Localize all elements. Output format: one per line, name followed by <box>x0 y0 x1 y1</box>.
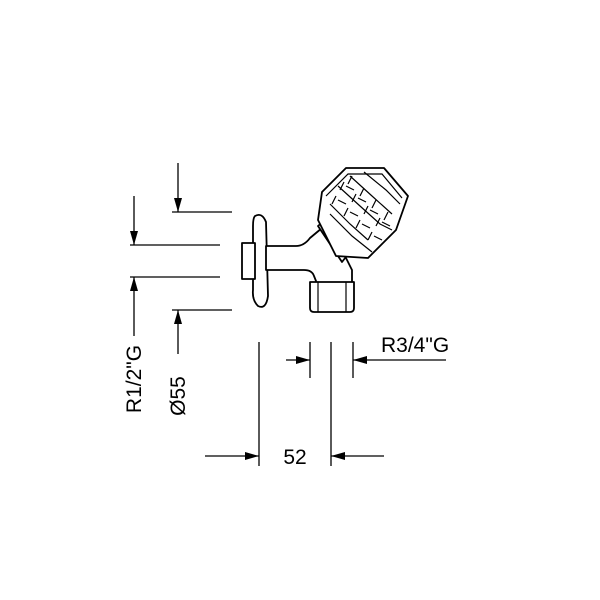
wall-flange <box>251 213 269 308</box>
left-dimensions: R1/2"G Ø55 <box>123 163 232 416</box>
arrow-up <box>174 310 182 324</box>
flange-diameter-label: Ø55 <box>167 376 190 416</box>
tap-illustration <box>241 167 409 313</box>
arrow-left <box>331 452 345 460</box>
arrow-up <box>130 277 138 291</box>
outlet-thread-label: R3/4"G <box>381 334 449 357</box>
arrow-down <box>174 198 182 212</box>
projection-dimension: 52 <box>205 342 384 469</box>
projection-label: 52 <box>283 446 306 469</box>
arrow-right <box>296 356 310 364</box>
arrow-right <box>245 452 259 460</box>
handwheel <box>317 167 409 259</box>
arrow-left <box>353 356 367 364</box>
outlet-dimension: R3/4"G <box>286 334 449 378</box>
inlet-thread-label: R1/2"G <box>123 345 146 413</box>
arrow-down <box>130 231 138 245</box>
inlet-stub <box>241 242 256 280</box>
outlet-spout <box>309 281 355 313</box>
